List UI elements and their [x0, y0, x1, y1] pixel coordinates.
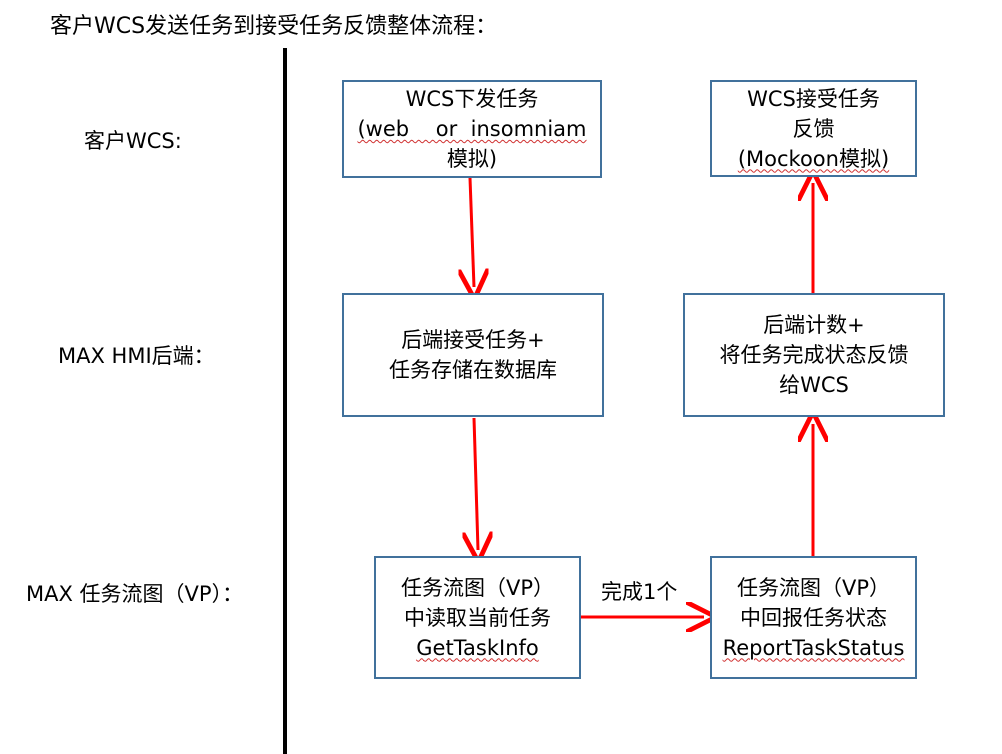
node-backend-count-feedback-line-2: 将任务完成状态反馈: [719, 343, 909, 367]
node-backend-count-feedback: 后端计数+ 将任务完成状态反馈 给WCS: [683, 293, 945, 417]
row-label-max-vp: MAX 任务流图（VP）：: [26, 582, 244, 606]
node-vp-report-status-line-3: ReportTaskStatus: [722, 635, 905, 660]
node-wcs-receive-feedback: WCS接受任务 反馈 (Mockoon模拟): [710, 80, 917, 177]
node-wcs-receive-feedback-line-1: WCS接受任务: [747, 86, 880, 111]
node-wcs-receive-feedback-line-3: (Mockoon模拟): [737, 146, 890, 171]
node-vp-read-task-line-3: GetTaskInfo: [416, 635, 539, 660]
edge-label-complete-one: 完成1个: [601, 580, 678, 604]
node-vp-report-status-line-2: 中回报任务状态: [740, 605, 887, 630]
node-wcs-send-task-line-3: 模拟): [446, 147, 498, 171]
node-vp-report-status: 任务流图（VP） 中回报任务状态 ReportTaskStatus: [710, 556, 917, 679]
node-wcs-send-task-line-1: WCS下发任务: [405, 87, 539, 111]
node-vp-read-task: 任务流图（VP） 中读取当前任务 GetTaskInfo: [374, 556, 581, 679]
node-wcs-send-task-line-2: (web or insomniam: [357, 117, 587, 141]
node-wcs-send-task: WCS下发任务 (web or insomniam 模拟): [342, 80, 602, 178]
row-label-max-hmi-backend: MAX HMI后端：: [58, 344, 215, 368]
arrow-wcs-send-to-backend-store: [470, 177, 474, 287]
node-backend-count-feedback-line-1: 后端计数+: [763, 313, 865, 337]
node-backend-count-feedback-line-3: 给WCS: [779, 373, 849, 397]
diagram-title: 客户WCS发送任务到接受任务反馈整体流程：: [50, 14, 498, 39]
node-backend-receive-store-line-1: 后端接受任务+: [401, 328, 545, 352]
node-vp-read-task-line-1: 任务流图（VP）: [400, 575, 555, 600]
lane-divider: [283, 48, 287, 754]
node-vp-report-status-line-1: 任务流图（VP）: [736, 575, 891, 600]
node-backend-receive-store-line-2: 任务存储在数据库: [389, 358, 557, 382]
arrow-backend-store-to-vp-read: [474, 417, 478, 550]
node-backend-receive-store: 后端接受任务+ 任务存储在数据库: [342, 293, 604, 417]
node-vp-read-task-line-2: 中读取当前任务: [404, 605, 551, 630]
node-wcs-receive-feedback-line-2: 反馈: [792, 116, 835, 141]
row-label-customer-wcs: 客户WCS:: [84, 129, 182, 153]
